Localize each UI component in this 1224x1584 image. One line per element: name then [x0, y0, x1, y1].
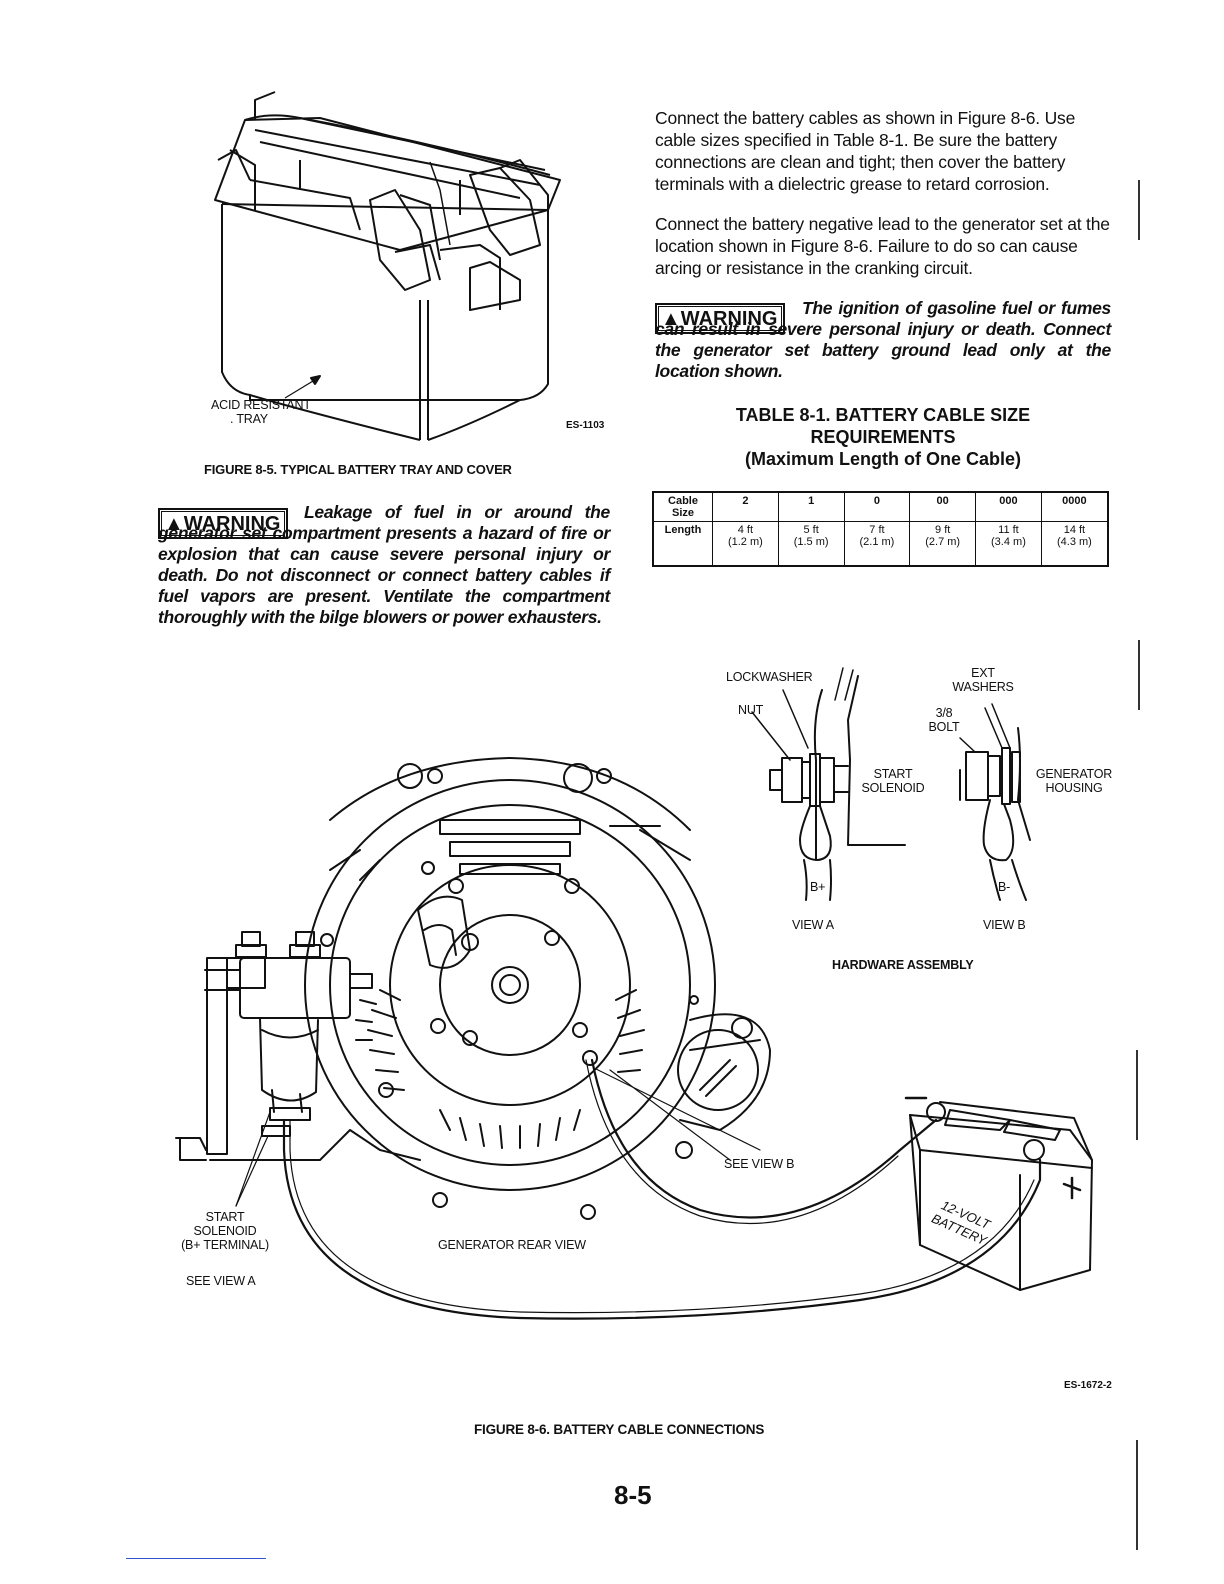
page-number: 8-5: [614, 1480, 652, 1510]
table-8-1-title: TABLE 8-1. BATTERY CABLE SIZE REQUIREMEN…: [655, 404, 1111, 470]
label-generator-housing: GENERATOR HOUSING: [1030, 767, 1118, 795]
length-cell: 4 ft(1.2 m): [712, 521, 779, 566]
margin-mark: [1136, 1050, 1138, 1140]
length-ft: 14 ft: [1063, 524, 1086, 536]
label-start-solenoid-b-plus: START SOLENOID (B+ TERMINAL): [170, 1210, 280, 1252]
label-generator-rear-view: GENERATOR REAR VIEW: [438, 1238, 586, 1252]
label-bolt-size: 3/8: [935, 706, 953, 720]
acid-label-line1: ACID RESISTANT: [211, 398, 311, 412]
length-m: (2.7 m): [925, 536, 961, 548]
length-ft: 7 ft: [869, 524, 885, 536]
length-ft: 4 ft: [737, 524, 754, 536]
label-lockwasher: LOCKWASHER: [726, 670, 813, 684]
label-see-view-a: SEE VIEW A: [186, 1274, 256, 1288]
length-ft: 5 ft: [803, 524, 819, 536]
length-cell: 14 ft(4.3 m): [1040, 521, 1109, 566]
label-view-a: VIEW A: [792, 918, 834, 932]
label-housing: HOUSING: [1045, 781, 1103, 795]
label-view-b: VIEW B: [983, 918, 1026, 932]
label-solenoid: SOLENOID: [861, 781, 925, 795]
label-start: START: [873, 767, 913, 781]
figure-8-5-caption: FIGURE 8-5. TYPICAL BATTERY TRAY AND COV…: [204, 462, 512, 477]
paragraph-connect-cables: Connect the battery cables as shown in F…: [655, 108, 1076, 194]
cable-size-table: Cable Size 2 1 0 00 000 0000 Length 4 ft…: [652, 491, 1109, 567]
margin-mark: [1138, 640, 1140, 710]
figure-code-es1672: ES-1672-2: [1064, 1380, 1112, 1391]
cable-size-cell: 00: [909, 491, 977, 522]
battery-tray-drawing: [214, 91, 561, 441]
cable-size-cell: 000: [975, 491, 1042, 522]
label-b-plus: B+: [810, 880, 826, 894]
warning-text-2: The ignition of gasoline fuel or fumes c…: [655, 298, 1111, 381]
label-b-minus: B-: [998, 880, 1011, 894]
label-bolt: 3/8 BOLT: [924, 706, 964, 734]
label-see-view-b: SEE VIEW B: [724, 1157, 795, 1171]
length-m: (2.1 m): [859, 536, 895, 548]
table-title-line2: REQUIREMENTS: [810, 427, 956, 447]
cable-size-cell: 2: [712, 491, 779, 522]
length-cell: 11 ft(3.4 m): [975, 521, 1042, 566]
table-title-line3: (Maximum Length of One Cable): [744, 449, 1021, 469]
warning-label-2: ▲WARNING: [655, 303, 786, 334]
label-washers: WASHERS: [952, 680, 1014, 694]
length-m: (1.5 m): [793, 536, 829, 548]
label-hardware-assembly: HARDWARE ASSEMBLY: [832, 958, 974, 972]
label-solenoid-2: SOLENOID: [193, 1224, 257, 1238]
length-cell: 5 ft(1.5 m): [777, 521, 845, 566]
length-m: (1.2 m): [727, 536, 763, 548]
length-m: (3.4 m): [991, 536, 1026, 548]
label-bolt-word: BOLT: [928, 720, 960, 734]
label-start-2: START: [205, 1210, 245, 1224]
cable-size-cell: 1: [777, 491, 845, 522]
figure-8-6-caption: FIGURE 8-6. BATTERY CABLE CONNECTIONS: [474, 1422, 765, 1437]
length-ft: 9 ft: [935, 524, 951, 536]
label-generator: GENERATOR: [1035, 767, 1113, 781]
length-cell: 9 ft(2.7 m): [909, 521, 977, 566]
warning-label-1: ▲WARNING: [158, 508, 289, 539]
length-ft: 11 ft: [998, 524, 1019, 536]
length-cell: 7 ft(2.1 m): [843, 521, 911, 566]
label-start-solenoid-view-a: START SOLENOID: [858, 767, 928, 795]
table-title-line1: TABLE 8-1. BATTERY CABLE SIZE: [735, 405, 1031, 425]
label-ext: EXT: [971, 666, 995, 680]
table-row: Length 4 ft(1.2 m) 5 ft(1.5 m) 7 ft(2.1 …: [652, 521, 1109, 566]
acid-label-line2: . TRAY: [230, 412, 268, 426]
label-nut: NUT: [738, 703, 764, 717]
margin-mark: [1138, 180, 1140, 240]
paragraph-negative-lead: Connect the battery negative lead to the…: [655, 214, 1110, 278]
label-ext-washers: EXT WASHERS: [948, 666, 1018, 694]
figure-code-es1103: ES-1103: [566, 420, 605, 431]
margin-mark: [1136, 1440, 1138, 1550]
row-header-length: Length: [652, 521, 713, 566]
length-m: (4.3 m): [1056, 536, 1092, 548]
bottom-rule: [126, 1558, 266, 1559]
warning-text-1: Leakage of fuel in or around the generat…: [158, 502, 610, 627]
label-b-plus-terminal: (B+ TERMINAL): [181, 1238, 269, 1252]
table-row: Cable Size 2 1 0 00 000 0000: [652, 491, 1109, 522]
